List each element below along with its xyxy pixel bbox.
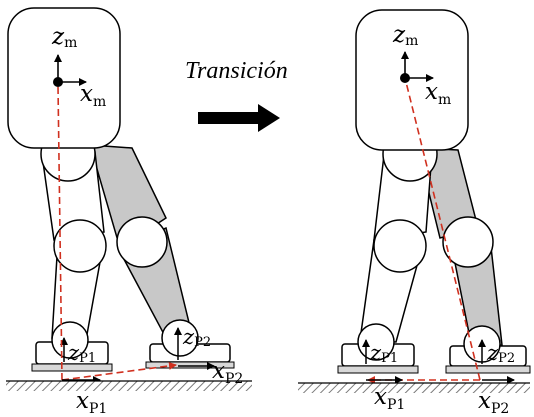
right-rear-knee	[442, 216, 494, 268]
left-front-knee	[53, 219, 107, 273]
left-body-z-label: zm	[51, 24, 77, 51]
transition-caption: Transición	[185, 58, 288, 84]
left-vector-p1-to-body	[57, 85, 63, 381]
left-front-foot-plate	[31, 363, 113, 372]
left-p1-x-label: xP1	[76, 388, 107, 417]
right-body-z-label: zm	[392, 22, 418, 49]
right-com-point	[400, 73, 410, 83]
left-p2-x-label: xP2	[212, 358, 243, 387]
left-body	[7, 7, 121, 149]
left-rear-foot-plate	[145, 361, 235, 369]
right-robot: zm xm zP1 zP2	[337, 9, 531, 384]
left-rear-knee	[116, 216, 168, 268]
right-front-knee	[373, 219, 427, 273]
left-robot: zm xm zP1 zP2	[7, 7, 235, 384]
left-vector-p1-to-p2	[61, 361, 177, 381]
right-p1-x-label: xP1	[374, 384, 405, 413]
right-rear-foot-plate	[445, 365, 531, 374]
left-rear-ankle	[161, 319, 199, 357]
right-front-foot-plate	[337, 365, 419, 374]
right-body-x-label: xm	[425, 79, 451, 108]
right-p2-z-label: zP2	[486, 341, 515, 366]
right-ground	[298, 383, 530, 393]
left-p2-z-label: zP2	[182, 325, 211, 350]
right-body	[355, 9, 469, 151]
right-p1-z-label: zP1	[369, 341, 398, 366]
transition-arrow	[198, 104, 280, 132]
right-vector-p2-to-body	[405, 81, 481, 381]
left-com-point	[53, 77, 63, 87]
left-ground	[6, 381, 252, 391]
left-body-x-label: xm	[80, 81, 106, 110]
right-p2-x-label: xP2	[478, 388, 509, 417]
left-p1-z-label: zP1	[67, 341, 96, 366]
right-front-ankle	[357, 323, 395, 361]
